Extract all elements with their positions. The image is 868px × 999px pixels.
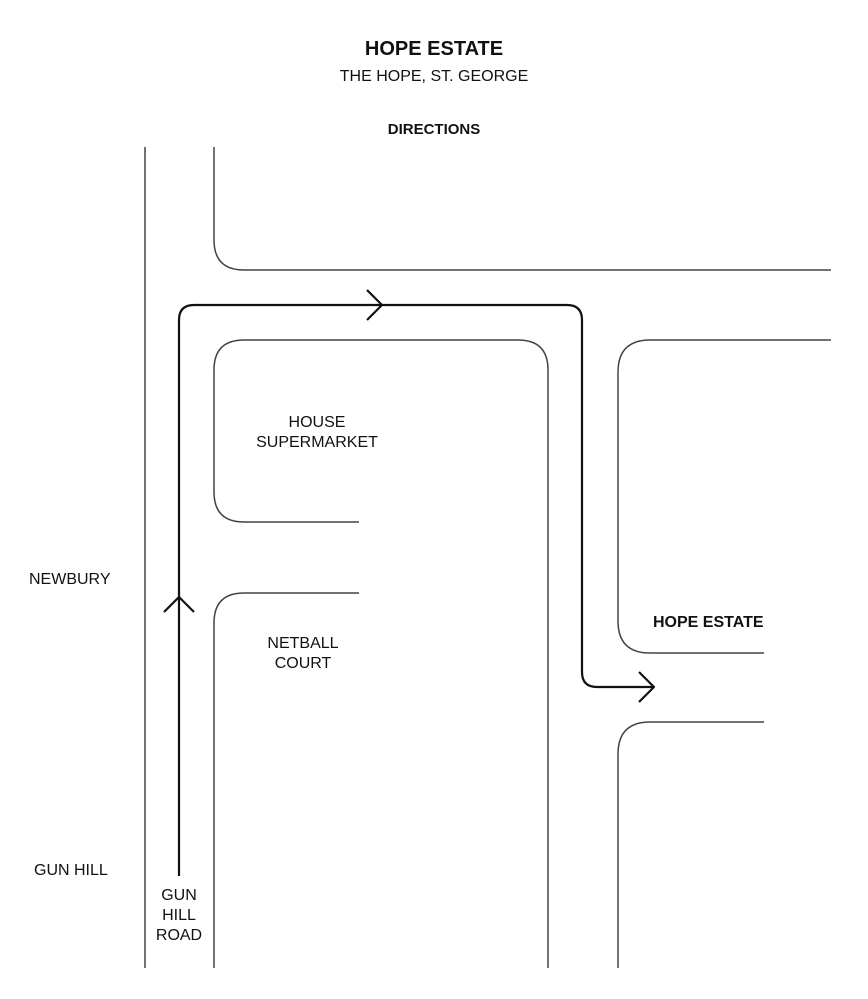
label-house-supermarket: HOUSE SUPERMARKET bbox=[256, 413, 378, 453]
block-house-supermarket bbox=[213, 339, 549, 968]
label-netball-court: NETBALL COURT bbox=[267, 634, 338, 674]
arrow-right-icon bbox=[638, 671, 656, 703]
block-hope-estate-upper bbox=[617, 339, 831, 654]
label-hope-estate: HOPE ESTATE bbox=[653, 614, 764, 631]
page-subtitle: THE HOPE, ST. GEORGE bbox=[339, 68, 529, 85]
label-gun-hill-road-line1: GUN bbox=[161, 887, 197, 904]
route-line bbox=[177, 303, 653, 876]
label-gun-hill-road: GUN HILL ROAD bbox=[156, 886, 202, 946]
label-gun-hill-road-line2: HILL bbox=[162, 907, 196, 924]
arrow-right-icon bbox=[366, 289, 384, 321]
arrow-up-icon bbox=[163, 595, 195, 613]
block-lower-right bbox=[617, 721, 764, 968]
label-gun-hill-road-line3: ROAD bbox=[155, 927, 203, 944]
page-title: HOPE ESTATE bbox=[364, 38, 504, 60]
label-house-supermarket-line2: SUPERMARKET bbox=[256, 434, 378, 451]
label-netball-court-line2: COURT bbox=[274, 655, 332, 672]
label-netball-court-line1: NETBALL bbox=[267, 635, 339, 652]
label-gun-hill: GUN HILL bbox=[34, 862, 108, 879]
label-house-supermarket-line1: HOUSE bbox=[288, 414, 346, 431]
label-newbury: NEWBURY bbox=[29, 571, 111, 588]
section-heading: DIRECTIONS bbox=[387, 121, 481, 138]
block-netball-court bbox=[213, 592, 359, 968]
road-edge-top-block bbox=[213, 147, 831, 271]
